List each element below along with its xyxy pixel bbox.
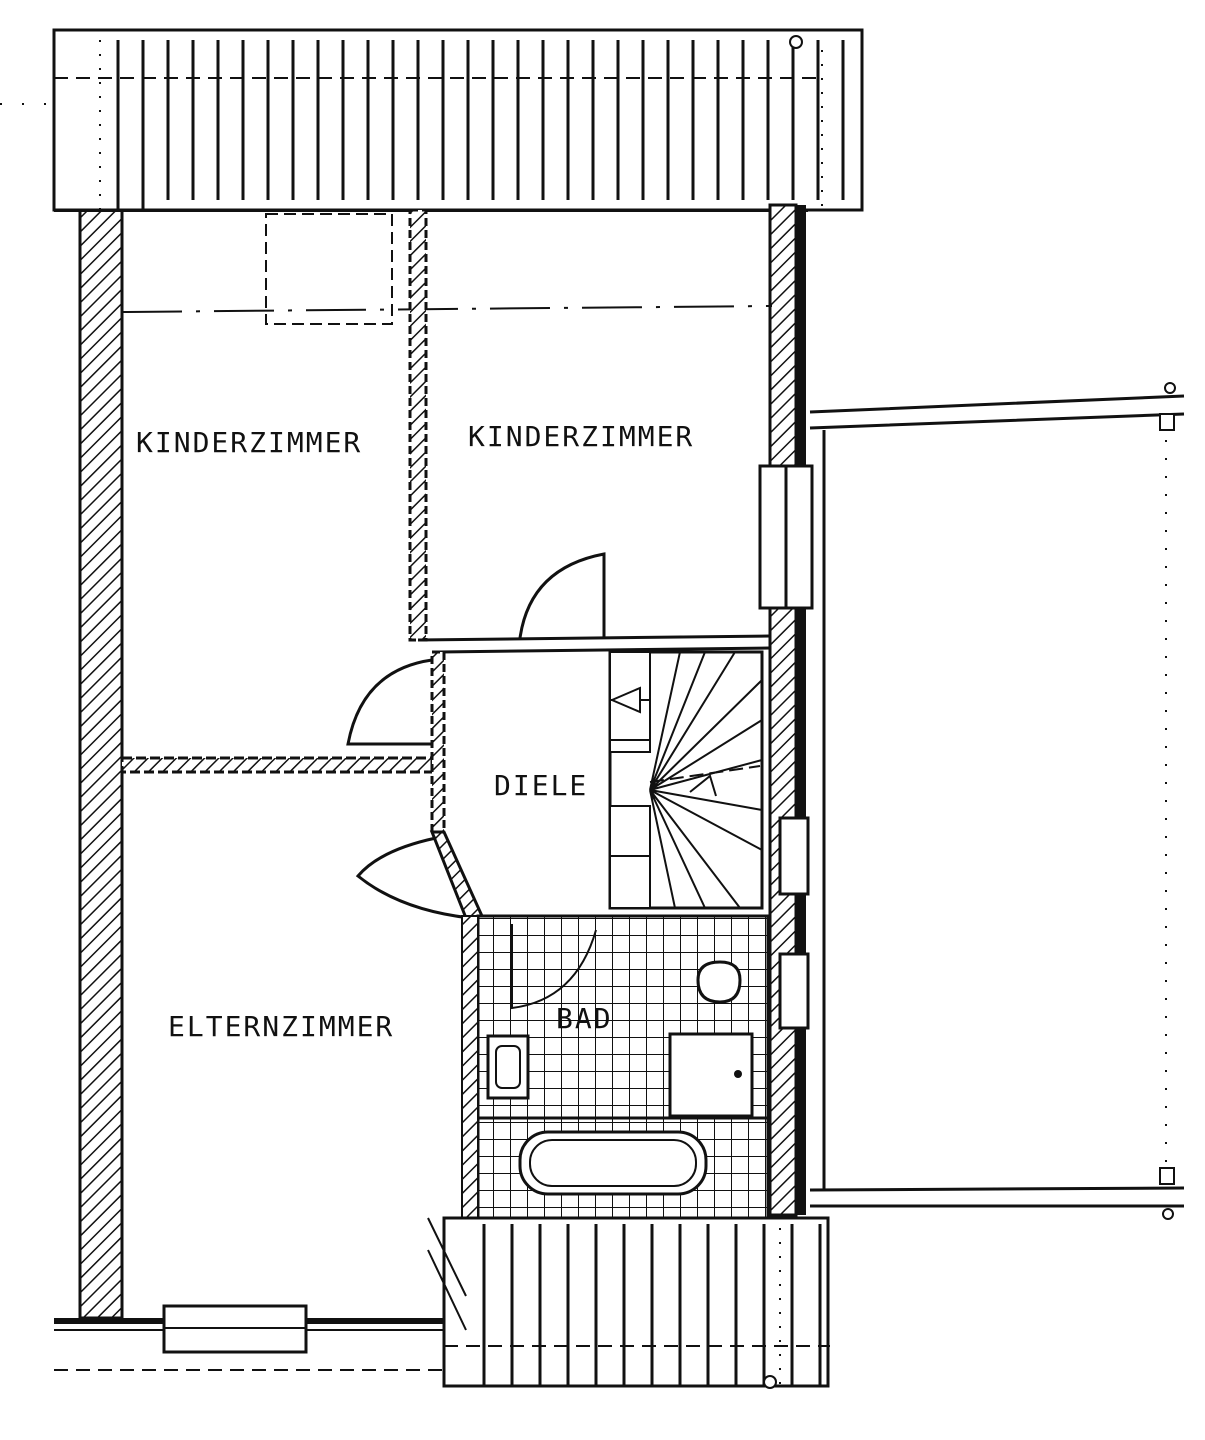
roof-slats-bottom: [427, 1216, 830, 1389]
wall-kinder-eltern: [120, 756, 434, 774]
staircase: [608, 650, 764, 910]
wall-left: [78, 208, 124, 1320]
bathroom: [461, 914, 770, 1220]
wall-right-dark: [796, 205, 806, 1215]
door-swing-kinder: [518, 552, 606, 639]
door-swing-kinder-left: [346, 658, 433, 746]
window-right-3: [778, 952, 810, 1030]
window-right-2: [778, 816, 810, 896]
label-elternzimmer: ELTERNZIMMER: [168, 1010, 394, 1043]
door-swing-eltern: [355, 836, 471, 920]
label-diele: DIELE: [494, 769, 588, 802]
skylight-outline: [265, 213, 393, 325]
roof-slats-top: [0, 28, 864, 212]
label-kinderzimmer-right: KINDERZIMMER: [468, 420, 694, 453]
balcony-right: [809, 382, 1185, 1220]
toilet: [696, 960, 742, 1004]
label-kinderzimmer-left: KINDERZIMMER: [136, 426, 362, 459]
label-bad: BAD: [556, 1002, 613, 1035]
wall-diele-left: [430, 650, 446, 834]
wall-kinder-divider: [408, 208, 428, 642]
wall-right: [768, 203, 798, 1217]
